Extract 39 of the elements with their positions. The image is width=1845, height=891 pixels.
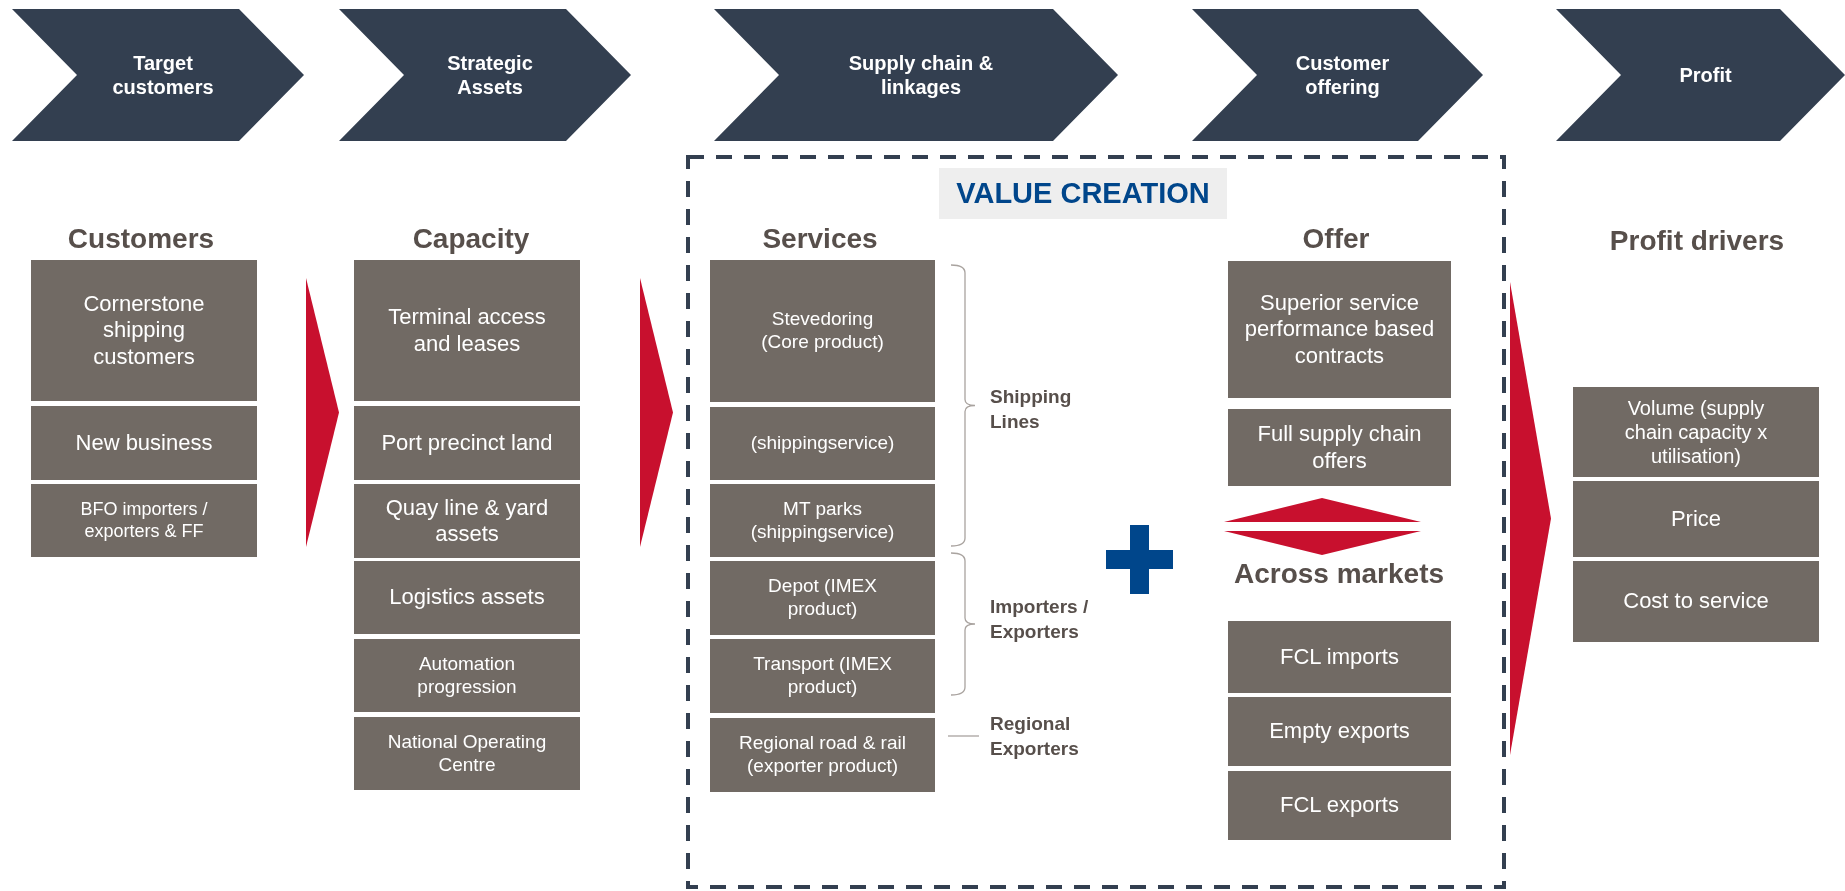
- bracket-label: Regional Exporters: [990, 712, 1080, 761]
- service-box: Empty exports: [1228, 697, 1451, 766]
- column-heading: Customers: [66, 222, 216, 256]
- service-box: FCL imports: [1228, 621, 1451, 693]
- column-heading: Profit drivers: [1608, 224, 1786, 258]
- chevron-step: Target customers: [12, 9, 304, 141]
- service-box: Volume (supply chain capacity x utilisation): [1573, 387, 1819, 477]
- section-title: VALUE CREATION: [939, 168, 1227, 219]
- service-box: Logistics assets: [354, 561, 580, 634]
- section-heading: Across markets: [1232, 557, 1446, 591]
- service-box: Port precinct land: [354, 406, 580, 480]
- dashed-frame: [686, 155, 1506, 889]
- service-box: Quay line & yard assets: [354, 484, 580, 558]
- service-box: Transport (IMEX product): [710, 639, 935, 713]
- service-box: National Operating Centre: [354, 717, 580, 790]
- service-box: BFO importers / exporters & FF: [31, 484, 257, 557]
- service-box: Terminal access and leases: [354, 260, 580, 401]
- chevron-step: Customer offering: [1192, 9, 1483, 141]
- service-box: FCL exports: [1228, 771, 1451, 840]
- chevron-step: Supply chain & linkages: [714, 9, 1118, 141]
- service-box: Regional road & rail (exporter product): [710, 718, 935, 792]
- service-box: (shippingservice): [710, 407, 935, 480]
- service-box: Price: [1573, 481, 1819, 557]
- service-box: Cornerstone shipping customers: [31, 260, 257, 401]
- service-box: Full supply chain offers: [1228, 409, 1451, 486]
- chevron-step: Profit: [1556, 9, 1845, 141]
- column-heading: Capacity: [411, 222, 531, 256]
- service-box: Superior service performance based contracts: [1228, 261, 1451, 398]
- service-box: New business: [31, 406, 257, 480]
- chevron-step: Strategic Assets: [339, 9, 631, 141]
- service-box: MT parks (shippingservice): [710, 484, 935, 557]
- service-box: Automation progression: [354, 639, 580, 712]
- service-box: Cost to service: [1573, 561, 1819, 642]
- service-box: Stevedoring (Core product): [710, 260, 935, 402]
- column-heading: Services: [761, 222, 879, 256]
- bracket-label: Shipping Lines: [990, 385, 1073, 434]
- bracket-label: Importers / Exporters: [990, 595, 1090, 644]
- service-box: Depot (IMEX product): [710, 561, 935, 635]
- column-heading: Offer: [1301, 222, 1371, 256]
